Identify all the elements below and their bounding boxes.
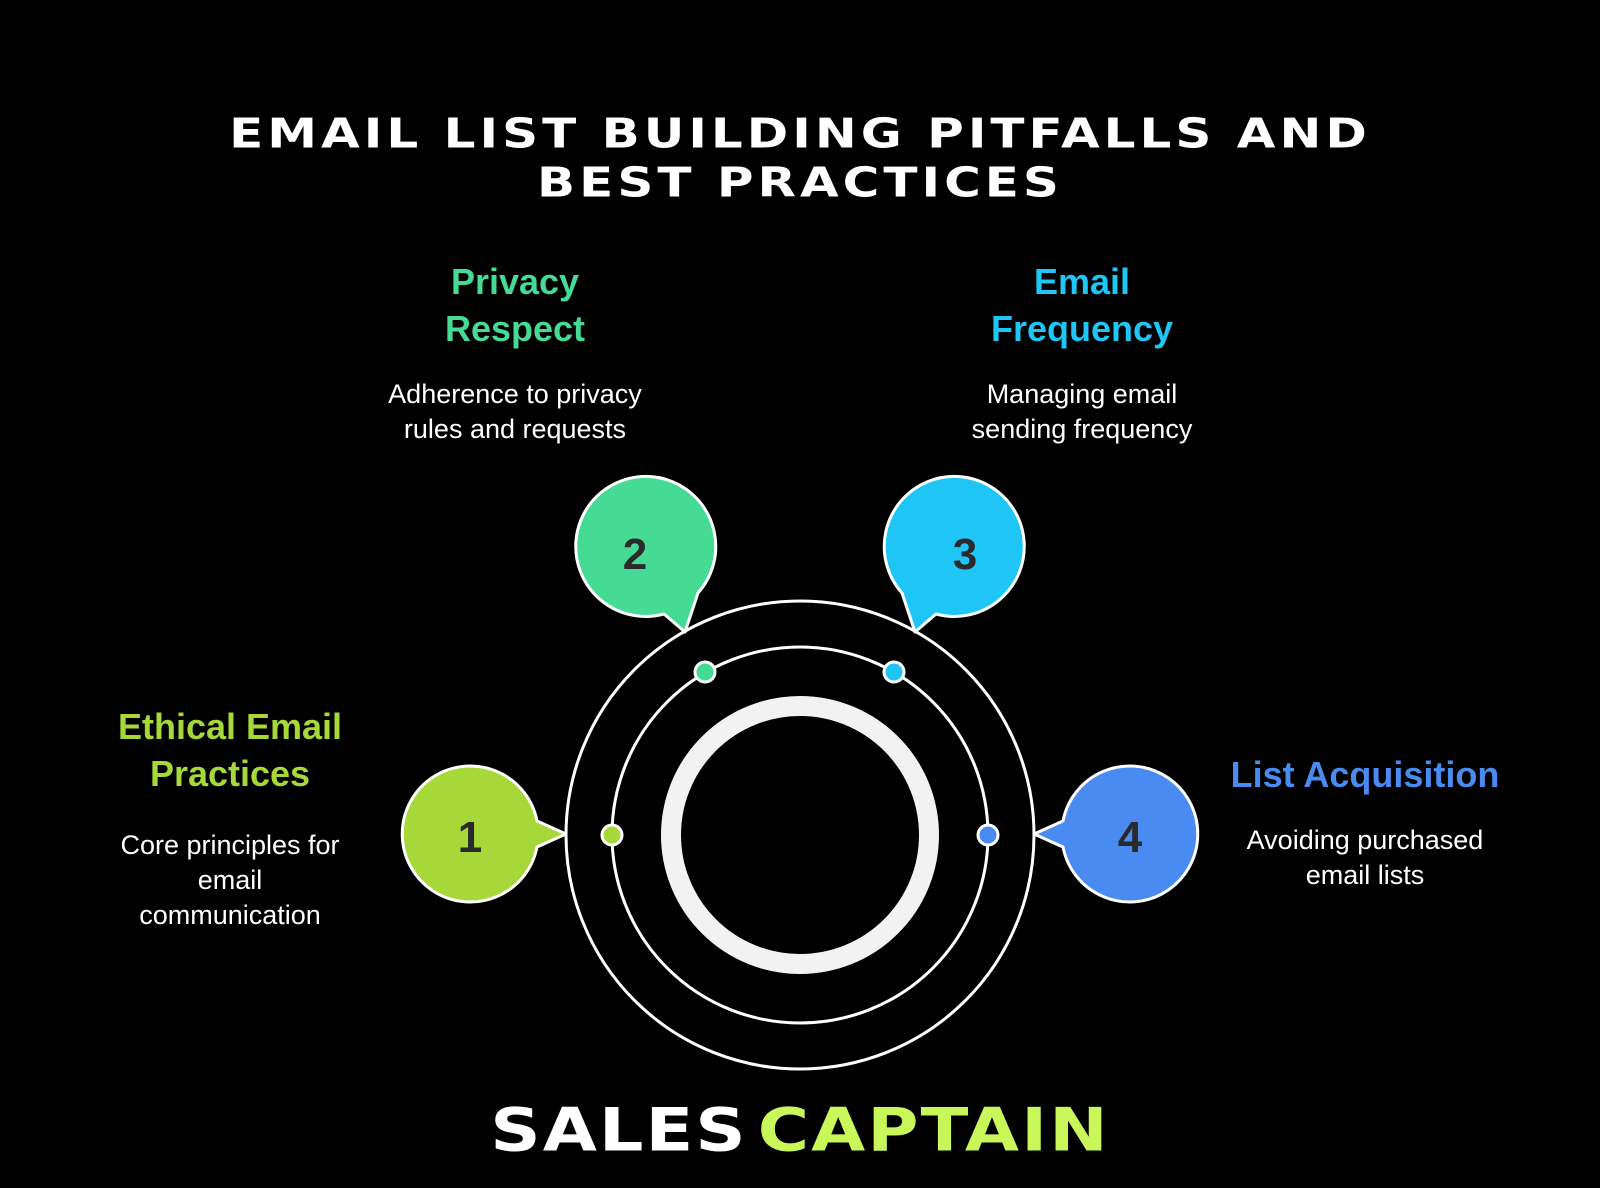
item-4-desc-line-1: Avoiding purchased (1246, 825, 1484, 855)
item-1-heading: Ethical Email Practices (80, 703, 380, 797)
ring-dot-4 (976, 823, 1000, 847)
item-1-desc-line-2: email (197, 865, 263, 895)
item-4-heading-line-1: List Acquisition (1230, 754, 1500, 795)
item-2-heading: Privacy Respect (365, 258, 665, 352)
item-3-heading: Email Frequency (932, 258, 1232, 352)
item-4-desc-line-2: email lists (1305, 860, 1425, 890)
bubble-4-shape (1032, 764, 1200, 904)
bubble-4: 4 (1032, 764, 1200, 904)
item-3-heading-line-1: Email (1033, 261, 1131, 302)
bubble-3-number: 3 (953, 530, 977, 579)
item-2-heading-line-2: Respect (444, 308, 586, 349)
brand-part-1: SALES (490, 1095, 748, 1165)
bubble-2: 2 (574, 474, 718, 634)
bubble-1-number: 1 (458, 813, 482, 862)
bubble-1-shape (400, 764, 568, 904)
item-3-desc-line-2: sending frequency (971, 414, 1193, 444)
bubble-2-shape (574, 474, 718, 634)
bubble-3: 3 (882, 474, 1026, 634)
item-1-heading-line-1: Ethical Email (117, 706, 343, 747)
item-3-description: Managing email sending frequency (932, 377, 1232, 447)
item-4-heading: List Acquisition (1205, 751, 1525, 798)
bubble-1: 1 (400, 764, 568, 904)
title-line-1: Email List Building Pitfalls and (229, 109, 1371, 158)
ring-dot-1 (600, 823, 624, 847)
item-2-description: Adherence to privacy rules and requests (365, 377, 665, 447)
ring-dot-3 (882, 660, 906, 684)
bubble-3-shape (882, 474, 1026, 634)
item-2-heading-line-1: Privacy (450, 261, 580, 302)
item-1-desc-line-1: Core principles for (120, 830, 340, 860)
item-3-desc-line-1: Managing email (986, 379, 1178, 409)
item-1-description: Core principles for email communication (80, 828, 380, 933)
item-2-desc-line-2: rules and requests (403, 414, 627, 444)
ring-dot-2 (693, 660, 717, 684)
item-3-heading-line-2: Frequency (990, 308, 1174, 349)
brand-part-2: CAPTAIN (757, 1095, 1110, 1165)
title-line-2: Best Practices (537, 158, 1063, 207)
inner-ring (661, 696, 939, 974)
outer-ring (564, 599, 1036, 1071)
bubble-4-number: 4 (1118, 813, 1143, 862)
item-2-desc-line-1: Adherence to privacy (388, 379, 642, 409)
item-1-desc-line-3: communication (139, 900, 321, 930)
item-1-heading-line-2: Practices (149, 753, 311, 794)
item-4-description: Avoiding purchased email lists (1205, 823, 1525, 893)
page-title: Email List Building Pitfalls and Best Pr… (0, 109, 1600, 207)
bubble-2-number: 2 (623, 530, 647, 579)
